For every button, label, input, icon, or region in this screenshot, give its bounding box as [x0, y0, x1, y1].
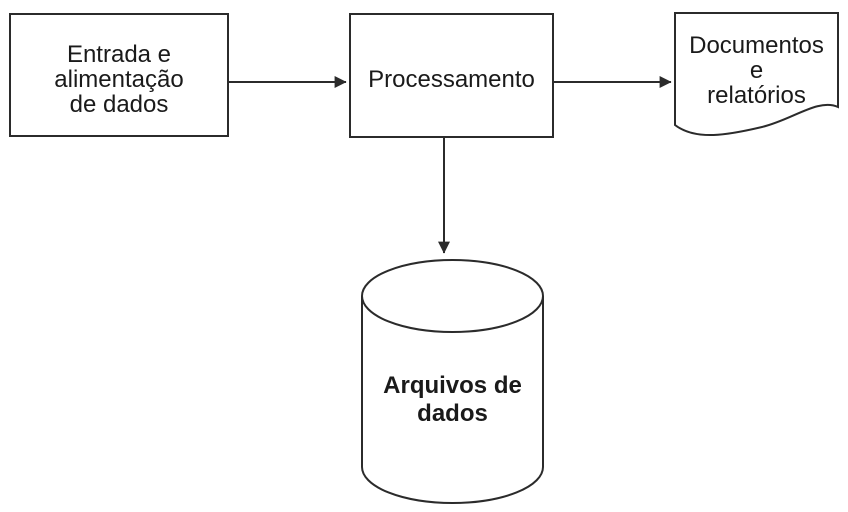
node-processamento-rectangle [349, 13, 554, 138]
node-documentos-document-shape [674, 12, 839, 136]
node-arquivos-cylinder-body [361, 296, 544, 504]
node-arquivos-cylinder-top [361, 259, 544, 333]
node-entrada-rectangle [9, 13, 229, 137]
